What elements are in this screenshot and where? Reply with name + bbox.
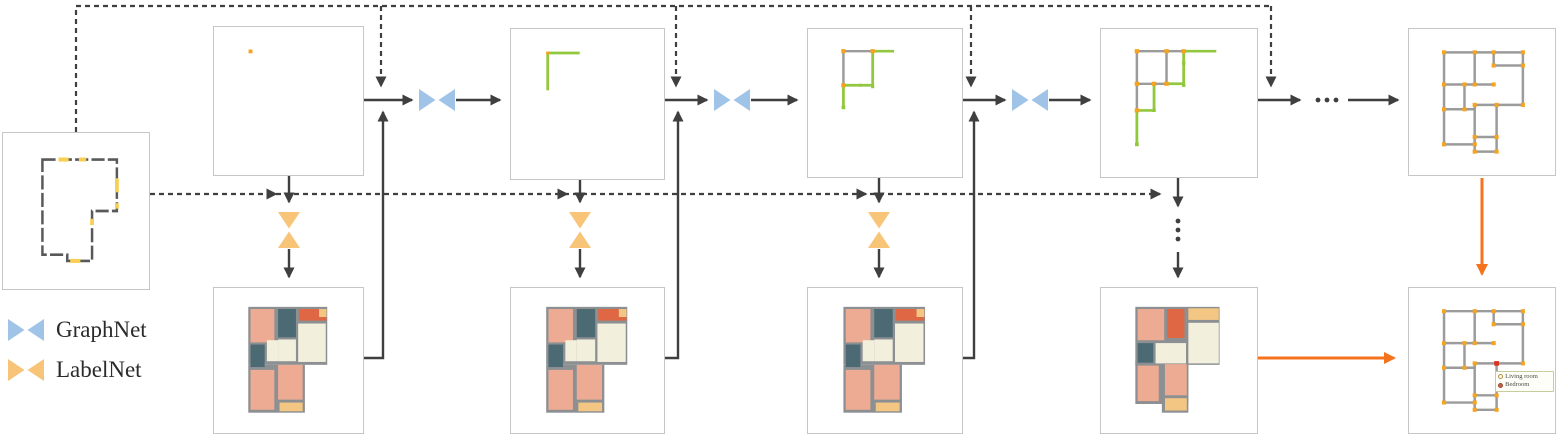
- graph-step-3-panel: [807, 28, 963, 178]
- labelnet-bowtie-icon-2: [569, 212, 591, 248]
- graph-step-3-figure: [841, 49, 895, 110]
- label-map-3-figure: [843, 306, 926, 413]
- graph-step-1-figure: [248, 49, 253, 54]
- graph-step-2-figure: [546, 51, 580, 91]
- bedroom-label: Bedroom: [1505, 381, 1530, 389]
- vertical-ellipsis: [1175, 218, 1181, 242]
- label-flow-arrows: [283, 176, 1184, 279]
- living-room-label: Living room: [1505, 372, 1538, 380]
- legend: GraphNet LabelNet: [8, 318, 147, 381]
- bedroom-marker-icon: [1498, 382, 1504, 388]
- room-tooltip-row: Bedroom: [1498, 382, 1550, 389]
- labelnet-bowtie-legend-icon: [8, 358, 44, 381]
- label-map-2-panel: [510, 287, 665, 434]
- graph-step-4-panel: [1100, 28, 1258, 178]
- living-room-marker-icon: [1498, 374, 1504, 380]
- graphnet-bowtie-icon-2: [714, 89, 750, 111]
- input-boundary-panel: [2, 132, 150, 290]
- final-output-arrows: [1258, 178, 1488, 364]
- input-boundary-figure: [41, 157, 119, 263]
- horizontal-ellipsis: [1315, 97, 1339, 103]
- labelnet-bowtie-icon-3: [868, 212, 890, 248]
- graphnet-bowtie-icon-1: [419, 89, 455, 111]
- graphnet-bowtie-icon-3: [1012, 89, 1048, 111]
- label-map-3-panel: [807, 287, 963, 434]
- room-tooltip-row: Living room: [1498, 372, 1550, 381]
- feedback-arrows: [364, 110, 980, 360]
- label-map-4-panel: [1100, 287, 1258, 434]
- legend-item-labelnet: LabelNet: [8, 358, 147, 381]
- label-map-4-figure: [1135, 306, 1220, 413]
- final-labeled-plan-panel: Living room Bedroom: [1408, 287, 1556, 434]
- final-labeled-plan-figure: [1441, 309, 1525, 412]
- condition-dashed-lines: [74, 4, 1277, 200]
- final-graph-panel: [1408, 28, 1556, 176]
- label-map-2-figure: [546, 306, 628, 413]
- graphnet-legend-label: GraphNet: [56, 317, 147, 342]
- graph-step-4-figure: [1134, 49, 1217, 147]
- labelnet-bowtie-icon-1: [278, 212, 300, 248]
- graph-step-1-panel: [213, 26, 364, 176]
- labelnet-legend-label: LabelNet: [56, 357, 142, 382]
- legend-item-graphnet: GraphNet: [8, 318, 147, 341]
- final-graph-figure: [1441, 50, 1525, 154]
- graph-step-2-panel: [510, 28, 665, 180]
- label-map-1-panel: [213, 287, 364, 434]
- label-map-1-figure: [248, 306, 328, 413]
- graphnet-bowtie-legend-icon: [8, 318, 44, 341]
- room-label-tooltip: Living room Bedroom: [1495, 370, 1554, 392]
